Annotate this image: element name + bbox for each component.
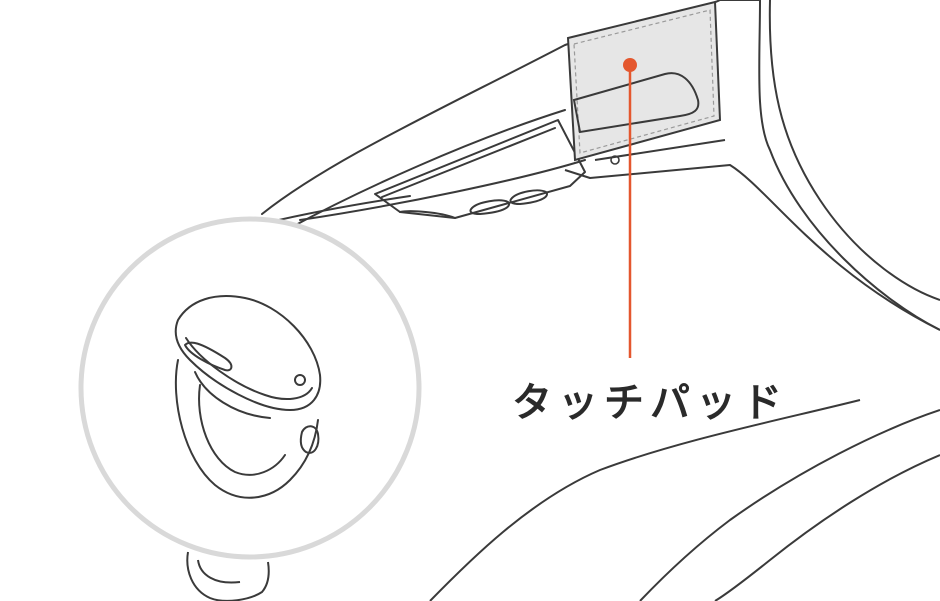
- ring-controller: [174, 295, 322, 499]
- ring-controller-inset: [78, 216, 422, 601]
- glasses-front-frame: [429, 0, 940, 601]
- touchpad-label: タッチパッド: [512, 380, 788, 426]
- callout-leader: [623, 58, 637, 358]
- touchpad-area: [566, 0, 722, 165]
- glasses-temple-arm: [261, 44, 586, 229]
